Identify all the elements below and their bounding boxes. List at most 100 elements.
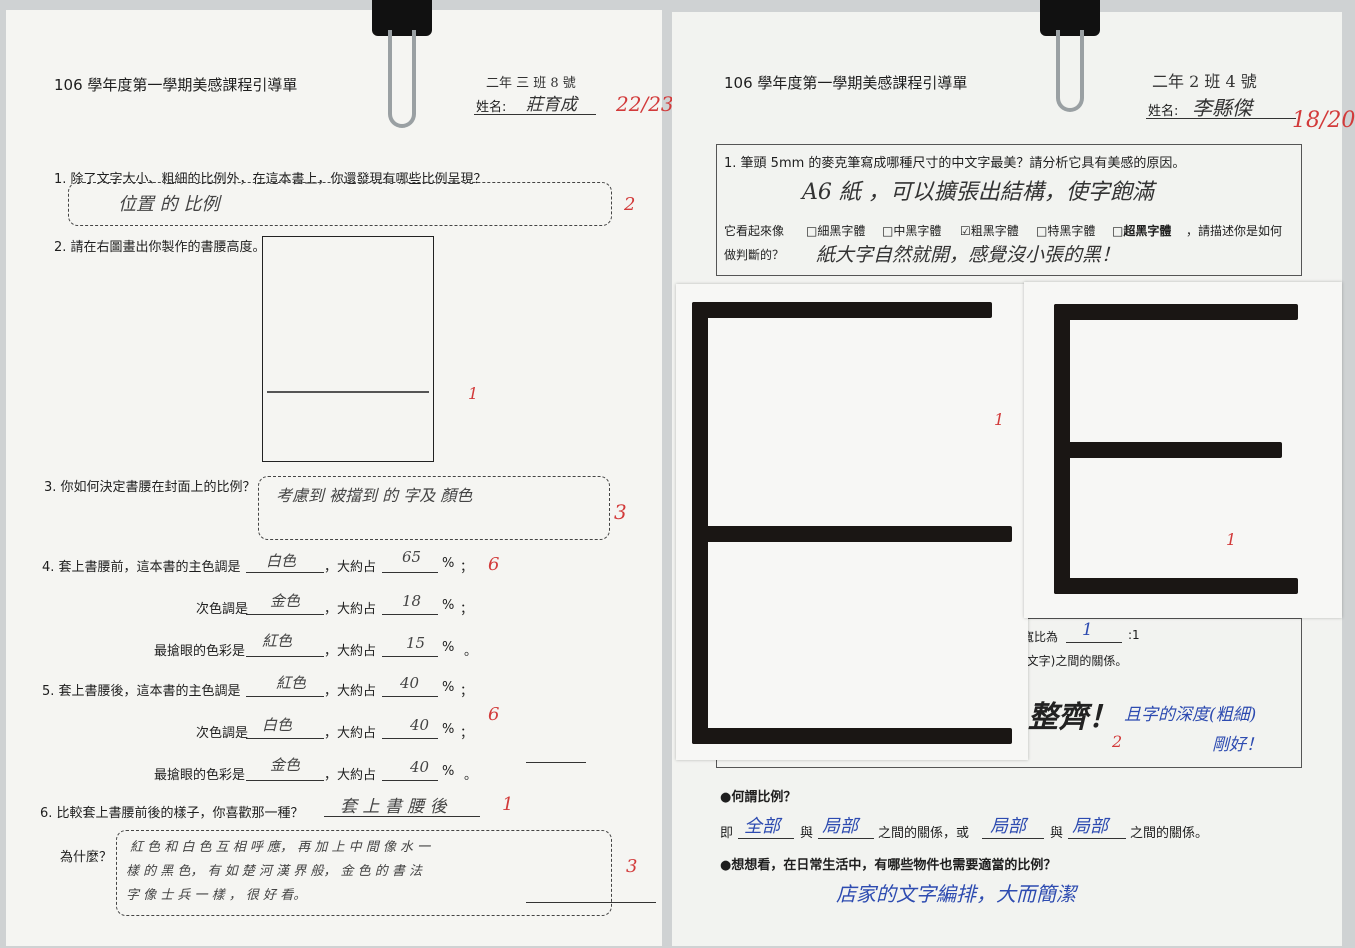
neat-note-1: 且字的深度(粗細) (1124, 705, 1257, 725)
card1-grade: 1 (994, 410, 1005, 429)
describe-label: ，請描述你是如何 (1186, 224, 1283, 238)
q5-accent-label: 最搶眼的色彩是 (154, 768, 246, 783)
binder-clip-left (372, 0, 432, 134)
right-worksheet-page: 106 學年度第一學期美感課程引導單 二年 2 班 4 號 姓名: 李縣傑 18… (672, 12, 1355, 946)
medium-paper-card: 1 (1024, 282, 1342, 618)
q3-answer-box (258, 476, 610, 540)
q5-accent-pct-sign: % (442, 764, 455, 779)
q3-answer: 考慮到 被擋到 的 字及 顏色 (276, 486, 473, 505)
binder-clip-right (1040, 0, 1100, 116)
q5-accent-pct-underline (382, 780, 438, 781)
medium-e-middle-stroke (1054, 442, 1282, 458)
left-question-3: 3. 你如何決定書腰在封面上的比例？ (44, 480, 256, 495)
left-class-number: 二年 三 班 8 號 (486, 76, 576, 91)
large-e-bottom-stroke (692, 728, 1012, 744)
q4-accent-pct-sign: % (442, 640, 455, 655)
q5-approx-label: ，大約占 (324, 684, 377, 699)
q5-accent-period: 。 (464, 768, 478, 783)
option-bold: ☑粗黑字體 (960, 224, 1019, 238)
q4-sub-percent: 18 (402, 592, 422, 610)
name-underline (474, 114, 596, 115)
left-question-5: 5. 套上書腰後，這本書的主色調是 (42, 684, 241, 699)
q4-semicolon: ； (460, 560, 474, 575)
neat-answer: 整齊！ (1028, 700, 1118, 735)
large-e-top-stroke (692, 302, 992, 318)
q6-answer: 套 上 書 腰 後 (340, 797, 447, 817)
answer-line (526, 762, 586, 763)
ratio-between: 之間的關係，或 (878, 826, 970, 841)
judge-answer: 紙大字自然就開，感覺沒小張的黑！ (816, 244, 1121, 266)
q4-sub-semicolon: ； (460, 602, 474, 617)
why-answer-line-2: 樣 的 黑 色， 有 如 楚 河 漢 界 般， 金 色 的 書 法 (126, 864, 422, 879)
right-q1-answer: A6 紙 ，可以擴張出結構，使字飽滿 (802, 180, 1154, 205)
ratio-suffix: :1 (1128, 628, 1140, 642)
q5-sub-percent: 40 (410, 716, 430, 734)
q4-sub-pct-underline (382, 614, 438, 615)
ratio-def-prefix: 即 (720, 826, 734, 841)
left-question-2: 2. 請在右圖畫出你製作的書腰高度。 (54, 240, 266, 255)
answer-line-bottom (526, 902, 656, 903)
large-e-vertical-stroke (692, 302, 708, 744)
q4-accent-percent: 15 (406, 634, 426, 652)
why-answer-line-1: 紅 色 和 白 色 互 相 呼 應， 再 加 上 中 間 像 水 一 (130, 840, 431, 855)
relation-label: (文字)之間的關係。 (1022, 654, 1128, 668)
book-cover-drawing (262, 236, 434, 462)
q5-sub-approx: ，大約占 (324, 726, 377, 741)
q5-accent-color: 金色 (270, 756, 301, 774)
q4-accent-period: 。 (464, 644, 478, 659)
judge-label: 做判斷的？ (724, 248, 785, 262)
part3-underline (1068, 838, 1126, 839)
option-medium: □中黑字體 (882, 224, 942, 238)
q4-sub-label: 次色調是 (196, 602, 249, 617)
clip-handle (388, 30, 416, 128)
q4-main-percent: 65 (402, 548, 422, 566)
medium-e-top-stroke (1054, 304, 1298, 320)
q4-main-underline (246, 572, 324, 573)
q5-main-pct-underline (382, 696, 438, 697)
q4-main-pct-underline (382, 572, 438, 573)
q1-frame (716, 144, 1302, 276)
look-label: 它看起來像 (724, 224, 785, 238)
neat-grade: 2 (1112, 732, 1123, 751)
q5-sub-pct-sign: % (442, 722, 455, 737)
left-worksheet-page: 106 學年度第一學期美感課程引導單 二年 三 班 8 號 姓名: 莊育成 22… (6, 10, 674, 946)
q4-approx-label: ，大約占 (324, 560, 377, 575)
q4-grade: 6 (488, 554, 500, 575)
q4-accent-approx: ，大約占 (324, 644, 377, 659)
part1-underline (818, 838, 874, 839)
right-name-label: 姓名: (1148, 104, 1179, 119)
right-class-number: 二年 2 班 4 號 (1152, 72, 1257, 91)
q4-sub-color: 金色 (270, 592, 301, 610)
q5-pct-sign: % (442, 680, 455, 695)
part2-underline (982, 838, 1044, 839)
left-name-label: 姓名: (476, 100, 507, 115)
option-thin: □細黑字體 (806, 224, 866, 238)
q4-accent-label: 最搶眼的色彩是 (154, 644, 246, 659)
q5-main-percent: 40 (400, 674, 420, 692)
ratio-underline (1066, 642, 1122, 643)
right-total-score: 18/20 (1292, 108, 1355, 133)
q5-semicolon: ； (460, 684, 474, 699)
q5-sub-pct-underline (382, 738, 438, 739)
right-name-underline (1146, 118, 1296, 119)
q6-grade: 1 (502, 794, 514, 815)
ratio-value: 1 (1082, 620, 1093, 640)
q1-answer-box (68, 182, 612, 226)
large-paper-card: 1 (676, 284, 1028, 760)
left-question-1: 1. 除了文字大小、粗細的比例外，在這本書上，你還發現有哪些比例呈現？ (54, 172, 487, 187)
left-question-6: 6. 比較套上書腰前後的樣子，你喜歡那一種？ (40, 806, 304, 821)
whole-underline (738, 838, 794, 839)
q3-grade: 3 (614, 500, 627, 524)
large-e-middle-stroke (692, 526, 1012, 542)
why-label: 為什麼？ (60, 850, 113, 865)
ratio-whole: 全部 (744, 816, 780, 837)
ratio-label: 寬比為 (1022, 630, 1059, 644)
card2-grade: 1 (1226, 530, 1237, 549)
q6-underline (324, 816, 480, 817)
neat-note-2: 剛好！ (1212, 735, 1263, 755)
option-heavy: □特黑字體 (1036, 224, 1096, 238)
q1-answer: 位置 的 比例 (118, 194, 220, 215)
ratio-part-2: 局部 (990, 816, 1026, 837)
ratio-with-1: 與 (800, 826, 814, 841)
q5-grade: 6 (488, 704, 500, 725)
